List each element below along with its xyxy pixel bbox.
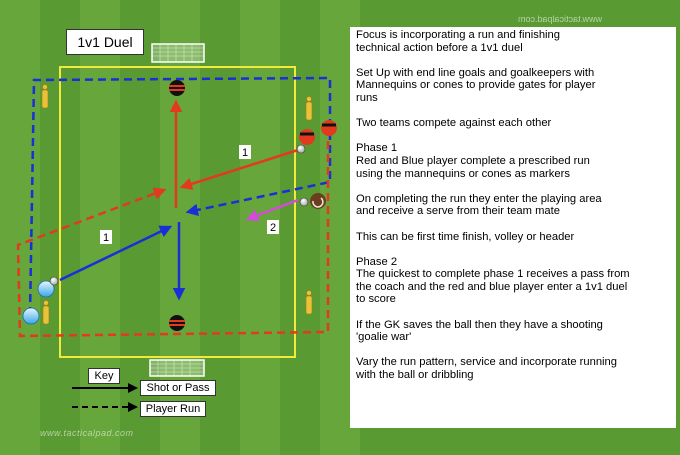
watermark: www.tacticalpad.com bbox=[40, 428, 134, 438]
ball-icon bbox=[299, 197, 309, 207]
coach-icon bbox=[310, 193, 326, 209]
mannequin-icon bbox=[42, 300, 50, 325]
key-title: Key bbox=[88, 368, 120, 384]
note-vary: Vary the run pattern, service and incorp… bbox=[356, 356, 617, 382]
note-setup: Set Up with end line goals and goalkeepe… bbox=[356, 66, 596, 104]
note-focus: Focus is incorporating a run and finishi… bbox=[356, 29, 560, 54]
coach-pass-arrow bbox=[245, 198, 299, 222]
mannequin-icon bbox=[305, 290, 313, 315]
playing-area bbox=[59, 66, 296, 358]
blue-run-path bbox=[28, 76, 332, 316]
diagram-title: 1v1 Duel bbox=[66, 29, 144, 55]
key-run-label: Player Run bbox=[140, 401, 206, 417]
note-goalie-war: If the GK saves the ball then they have … bbox=[356, 318, 603, 344]
run-label: 1 bbox=[103, 232, 109, 244]
serve-label: 2 bbox=[270, 222, 276, 234]
goalkeeper-icon bbox=[169, 80, 185, 96]
player-red-icon bbox=[299, 129, 315, 145]
ball-icon bbox=[296, 144, 306, 154]
mannequin-icon bbox=[305, 96, 313, 121]
blue-pass-arrow bbox=[59, 225, 173, 282]
session-notes: Focus is incorporating a run and finishi… bbox=[350, 27, 676, 428]
player-red-icon bbox=[321, 120, 337, 136]
note-phase-1: Phase 1 Red and Blue player complete a p… bbox=[356, 142, 590, 180]
watermark-mirrored: www.tacticalpad.com bbox=[518, 14, 603, 24]
note-teams: Two teams compete against each other bbox=[356, 117, 552, 130]
note-phase-2: Phase 2 The quickest to complete phase 1… bbox=[356, 255, 630, 306]
key-pass-label: Shot or Pass bbox=[140, 380, 216, 396]
red-pass-arrow bbox=[179, 148, 299, 190]
note-finish: This can be first time finish, volley or… bbox=[356, 230, 575, 243]
goal-icon bbox=[149, 359, 205, 377]
ball-icon bbox=[49, 276, 59, 286]
note-serve: On completing the run they enter the pla… bbox=[356, 192, 602, 218]
mannequin-icon bbox=[41, 84, 49, 109]
run-label: 1 bbox=[242, 147, 248, 159]
player-blue-icon bbox=[22, 307, 40, 325]
goalkeeper-icon bbox=[169, 315, 185, 331]
red-run-path bbox=[16, 128, 330, 338]
goal-icon bbox=[151, 43, 205, 63]
player-blue-icon bbox=[37, 280, 55, 298]
